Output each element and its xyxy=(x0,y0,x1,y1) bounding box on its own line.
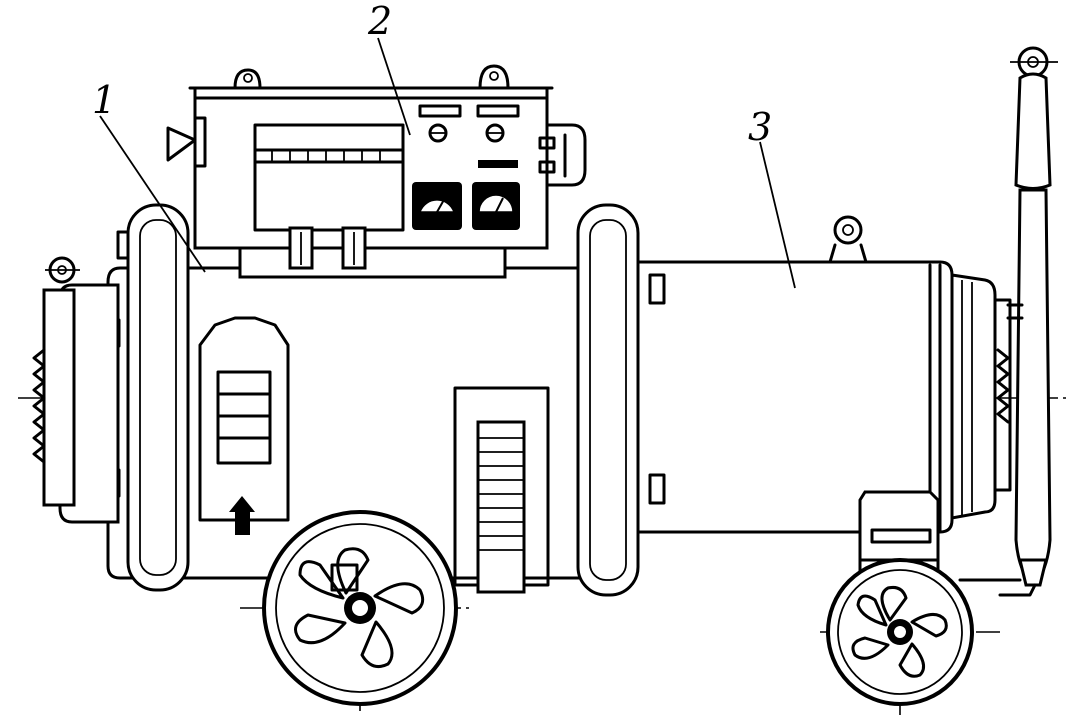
callout-leaders xyxy=(99,37,796,289)
left-end-shield xyxy=(32,256,120,524)
flange-ring-middle xyxy=(576,203,640,597)
rear-wheel xyxy=(826,558,974,706)
front-wheel xyxy=(262,510,458,706)
callout-2-label: 2 xyxy=(367,0,392,43)
flange-ring-left xyxy=(126,203,190,592)
rear-axle-bracket xyxy=(858,490,940,577)
motor-housing-3 xyxy=(628,215,954,534)
control-panel-2 xyxy=(166,64,587,279)
right-end-shield xyxy=(950,273,1012,520)
generator-housing-1 xyxy=(103,230,597,594)
callout-3-label: 3 xyxy=(748,105,772,149)
callout-1-label: 1 xyxy=(92,78,116,122)
tow-handle xyxy=(958,46,1058,597)
